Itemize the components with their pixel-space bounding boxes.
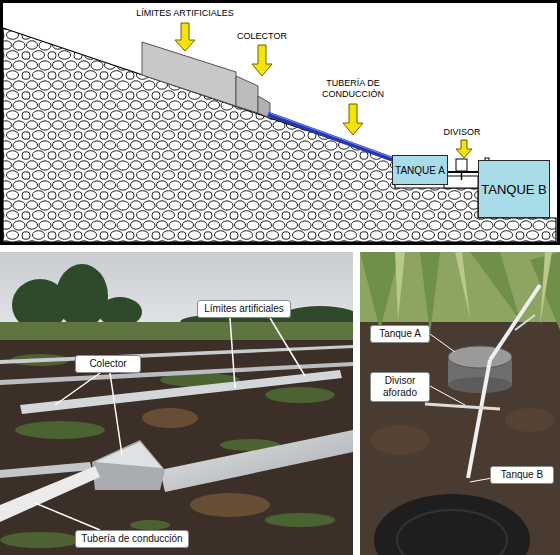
photo-label: Colector (75, 355, 141, 373)
node-text: Tanque A (379, 328, 421, 340)
tank-box: TANQUE A (392, 155, 448, 185)
photo-label: Tubería de conducción (75, 530, 189, 548)
node-text: Tubería de conducción (81, 533, 182, 545)
schematic-panel (2, 2, 559, 244)
node-text: TANQUE A (395, 165, 445, 176)
node-text: Divisor aforado (374, 375, 426, 399)
field-photo (0, 252, 353, 555)
photo-label: Límites artificiales (197, 300, 291, 318)
node-text: Límites artificiales (204, 303, 283, 315)
pipe-connector (448, 171, 478, 173)
node-text: TANQUE B (481, 182, 547, 197)
tank-box: TANQUE B (478, 160, 550, 218)
tank-photo (360, 252, 560, 555)
node-text: Tanque B (501, 469, 543, 481)
part-label: TUBERÍA DE CONDUCCIÓN (316, 78, 390, 100)
photo-label: Tanque B (490, 466, 554, 484)
part-label: DIVISOR (432, 127, 492, 138)
photo-label: Tanque A (370, 325, 430, 343)
part-label: COLECTOR (226, 31, 298, 42)
part-label: LÍMITES ARTIFICIALES (118, 8, 252, 19)
node-text: Colector (89, 358, 126, 370)
photo-label: Divisor aforado (370, 372, 430, 402)
